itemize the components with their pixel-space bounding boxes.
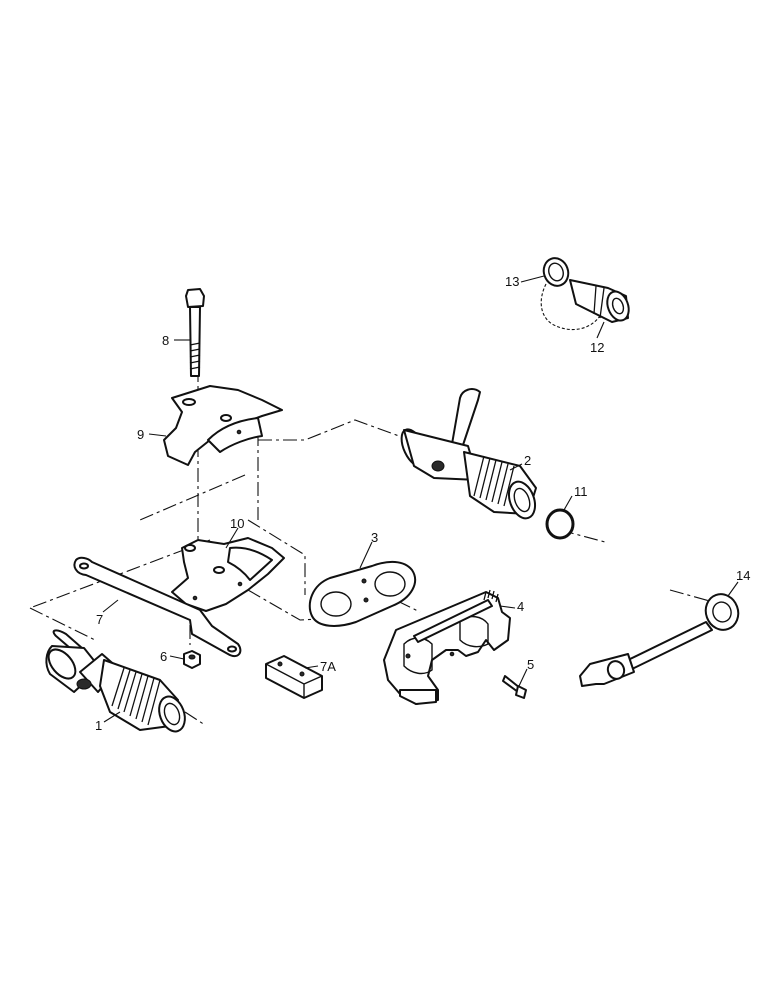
callout-3: 3 <box>371 530 378 545</box>
part-7a-spacer <box>265 655 323 699</box>
callout-10: 10 <box>230 516 244 531</box>
callout-13: 13 <box>505 274 519 289</box>
part-6-nut <box>183 650 201 669</box>
callout-12: 12 <box>590 340 604 355</box>
callout-7a: 7A <box>320 659 336 674</box>
callout-5: 5 <box>527 657 534 672</box>
part-7-link-bar <box>73 556 242 658</box>
part-14-lever-handle <box>579 593 740 687</box>
callout-4: 4 <box>517 599 524 614</box>
part-1-coupler <box>45 629 186 733</box>
part-10-lower-clamp <box>171 537 285 612</box>
part-4-mounting-bracket <box>383 589 511 705</box>
part-8-bolt <box>185 288 205 377</box>
callout-labels: 1 2 3 4 5 6 7 7A 8 9 10 11 12 13 14 <box>95 274 750 733</box>
callout-8: 8 <box>162 333 169 348</box>
callout-11: 11 <box>574 484 588 499</box>
callout-14: 14 <box>736 568 750 583</box>
callout-7: 7 <box>96 612 103 627</box>
part-3-gasket-plate <box>308 560 417 627</box>
callout-leaders <box>102 275 739 723</box>
part-11-o-ring <box>545 508 575 540</box>
callout-2: 2 <box>524 453 531 468</box>
callout-6: 6 <box>160 649 167 664</box>
part-9-upper-clamp <box>163 385 283 466</box>
callout-1: 1 <box>95 718 102 733</box>
callout-9: 9 <box>137 427 144 442</box>
part-2-lever-coupler <box>400 388 537 520</box>
part-12-13-dust-cap <box>540 257 630 331</box>
part-5-screw <box>502 675 527 699</box>
